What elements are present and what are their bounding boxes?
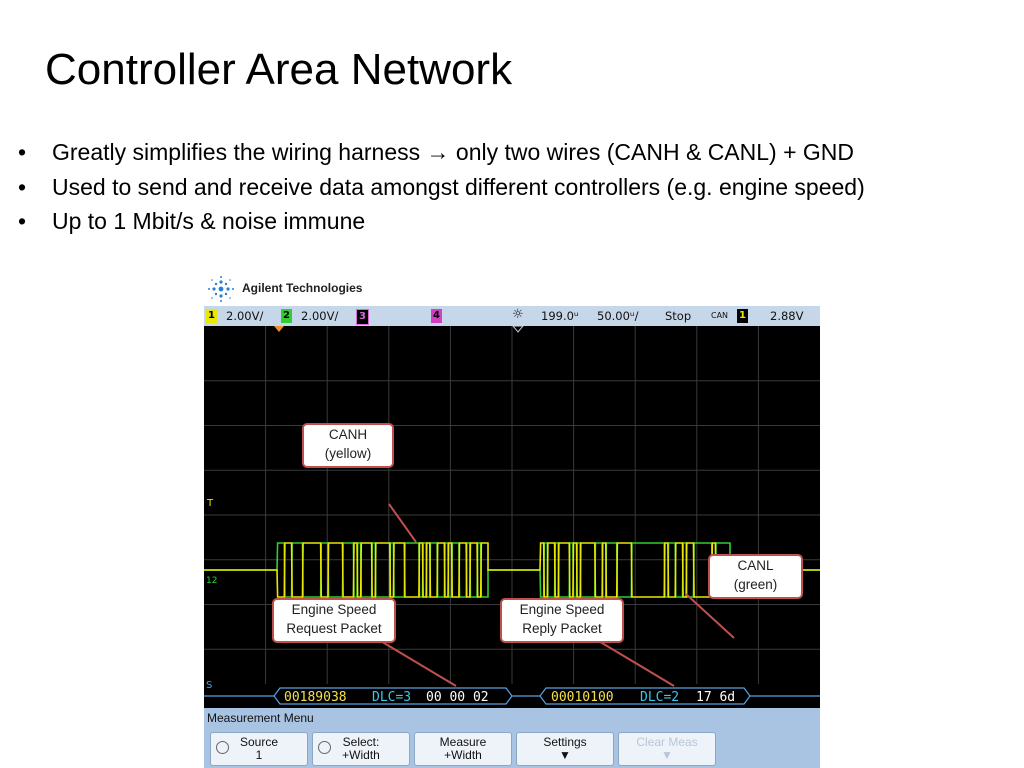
- brand-header: Agilent Technologies: [204, 272, 820, 306]
- ch2-badge: 2: [281, 309, 292, 323]
- bullet-text: Up to 1 Mbit/s & noise immune: [52, 208, 366, 234]
- time-reference-marker: [512, 326, 524, 333]
- oscilloscope-screenshot: Agilent Technologies 1 2.00V/ 2 2.00V/ 3…: [204, 272, 820, 768]
- bullet-list: •Greatly simplifies the wiring harness →…: [18, 135, 865, 239]
- measurement-menu: Measurement Menu Source 1 Select: +Width…: [204, 708, 820, 768]
- bullet-text: Greatly simplifies the wiring harness → …: [52, 139, 855, 165]
- ch3-badge: 3: [356, 309, 369, 325]
- bullet-item: •Used to send and receive data amongst d…: [18, 173, 865, 200]
- softkey-source[interactable]: Source 1: [210, 732, 308, 766]
- callout-reply-line1: Engine Speed: [519, 602, 605, 617]
- callout-canh-line2: (yellow): [324, 446, 372, 461]
- bullet-item: •Greatly simplifies the wiring harness →…: [18, 139, 855, 165]
- trigger-level-marker: T: [206, 498, 214, 509]
- ch1-scale: 2.00V/: [226, 309, 264, 323]
- callout-reply-packet: Engine Speed Reply Packet: [500, 598, 624, 643]
- trigger-channel-badge: 1: [737, 309, 748, 323]
- callout-canh: CANH (yellow): [302, 423, 394, 468]
- brand-name: Agilent Technologies: [242, 281, 363, 295]
- packet-2-data: 17 6d: [696, 690, 735, 705]
- softkey-settings[interactable]: Settings ▼: [516, 732, 614, 766]
- rotary-knob-icon: [318, 741, 331, 754]
- serial-bus-marker: S: [206, 680, 212, 691]
- rotary-knob-icon: [216, 741, 229, 754]
- bullet-text: Used to send and receive data amongst di…: [52, 173, 865, 200]
- ch12-ground-marker: 12: [206, 576, 217, 586]
- packet-1-id: 00189038: [284, 690, 347, 705]
- trigger-position-icon: ☼: [512, 307, 524, 322]
- scope-display: T 12 S 00189038 DLC=3 00 00 02 00010100 …: [204, 326, 820, 708]
- bullet-item: •Up to 1 Mbit/s & noise immune: [18, 208, 366, 234]
- packet-2-dlc: DLC=2: [640, 690, 679, 705]
- callout-pointers: [378, 503, 735, 687]
- scope-status-bar: 1 2.00V/ 2 2.00V/ 3 4 ☼ 199.0ᵘ 50.00ᵘ/ S…: [204, 306, 820, 326]
- submenu-arrow-icon: ▼: [559, 748, 571, 762]
- callout-reply-line2: Reply Packet: [522, 621, 602, 636]
- packet-2-id: 00010100: [551, 690, 614, 705]
- submenu-arrow-icon: ▼: [661, 748, 673, 762]
- packet-1-data: 00 00 02: [426, 690, 489, 705]
- trigger-type: CAN: [711, 311, 729, 320]
- callout-canl-line1: CANL: [737, 558, 774, 573]
- agilent-spark-icon: [208, 276, 234, 302]
- serial-decode-bus: 00189038 DLC=3 00 00 02 00010100 DLC=2 1…: [204, 687, 820, 705]
- run-state: Stop: [665, 309, 692, 323]
- menu-title: Measurement Menu: [207, 711, 314, 725]
- callout-canl: CANL (green): [708, 554, 803, 599]
- packet-1-dlc: DLC=3: [372, 690, 411, 705]
- waveform-traces: [204, 542, 820, 598]
- slide-title: Controller Area Network: [45, 45, 513, 94]
- trigger-level: 2.88V: [770, 309, 804, 323]
- callout-canh-line1: CANH: [328, 427, 368, 442]
- time-delay: 199.0ᵘ: [541, 309, 579, 323]
- trigger-position-marker: [274, 326, 284, 332]
- callout-request-line2: Request Packet: [286, 621, 382, 636]
- ch1-badge: 1: [206, 309, 217, 323]
- ch2-scale: 2.00V/: [301, 309, 339, 323]
- callout-request-packet: Engine Speed Request Packet: [272, 598, 396, 643]
- canh-trace: [204, 542, 820, 598]
- softkey-select[interactable]: Select: +Width: [312, 732, 410, 766]
- time-scale: 50.00ᵘ/: [597, 309, 639, 323]
- ch4-badge: 4: [431, 309, 442, 323]
- softkey-clear-meas[interactable]: Clear Meas ▼: [618, 732, 716, 766]
- callout-canl-line2: (green): [733, 577, 778, 592]
- softkey-measure[interactable]: Measure +Width: [414, 732, 512, 766]
- callout-request-line1: Engine Speed: [291, 602, 377, 617]
- waveform-plot: T 12 S 00189038 DLC=3 00 00 02 00010100 …: [204, 326, 820, 705]
